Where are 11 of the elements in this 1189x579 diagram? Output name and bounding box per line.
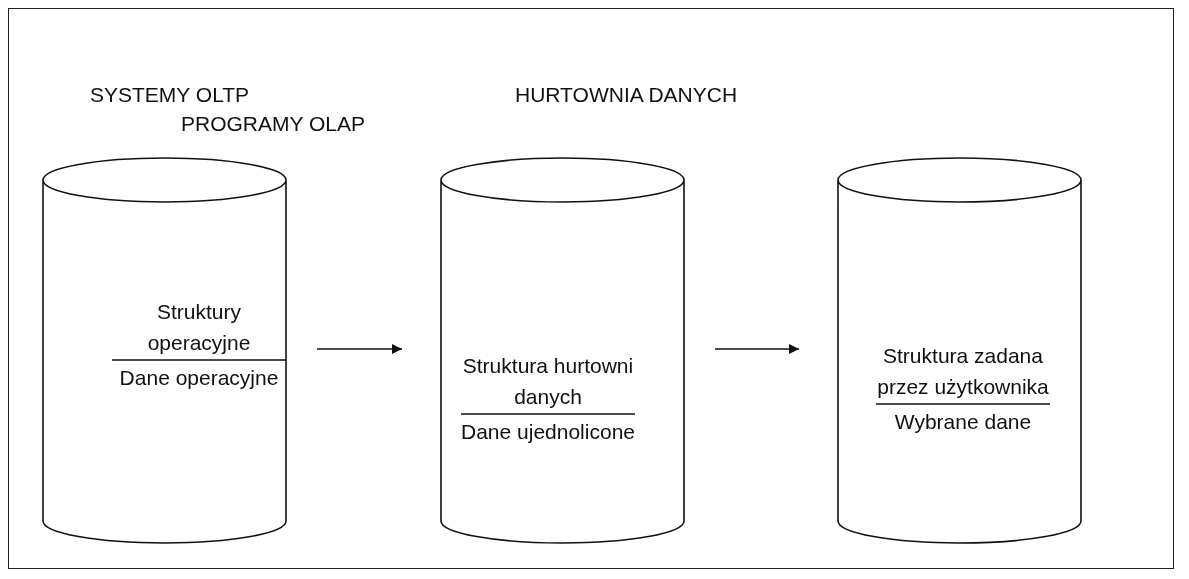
section-heading: HURTOWNIA DANYCH (515, 83, 738, 107)
data-label: Wybrane dane (893, 409, 1033, 435)
data-label: Dane operacyjne (118, 365, 280, 391)
structure-label: Struktura zadana przez użytkownika (876, 343, 1050, 400)
section-heading: PROGRAMY OLAP (181, 112, 365, 136)
arrow (714, 344, 800, 354)
structure-label: Struktury operacyjne (146, 299, 252, 356)
structure-label: Struktura hurtowni danych (461, 353, 635, 410)
arrow (316, 344, 403, 354)
data-label: Dane ujednolicone (460, 419, 636, 445)
section-heading: SYSTEMY OLTP (90, 83, 250, 107)
